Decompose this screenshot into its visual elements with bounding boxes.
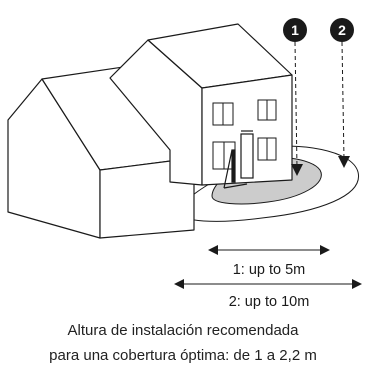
beam-1 bbox=[294, 41, 298, 169]
range-1-label: 1: up to 5m bbox=[233, 262, 306, 278]
beam-2-arrowhead bbox=[338, 156, 350, 168]
marker-1: 1 bbox=[283, 18, 307, 42]
range-2-label: 2: up to 10m bbox=[229, 294, 310, 310]
installation-caption: Altura de instalación recomendada para u… bbox=[0, 318, 366, 368]
marker-2-label: 2 bbox=[338, 22, 346, 38]
beam-1-arrowhead bbox=[291, 164, 303, 176]
range-1-arrow bbox=[208, 245, 330, 255]
beam-2 bbox=[341, 41, 345, 161]
marker-1-label: 1 bbox=[291, 22, 299, 38]
marker-2: 2 bbox=[330, 18, 354, 42]
caption-line-2: para una cobertura óptima: de 1 a 2,2 m bbox=[49, 347, 317, 364]
caption-line-1: Altura de instalación recomendada bbox=[67, 322, 299, 339]
range-2-arrow bbox=[174, 279, 362, 289]
front-door bbox=[223, 130, 254, 189]
